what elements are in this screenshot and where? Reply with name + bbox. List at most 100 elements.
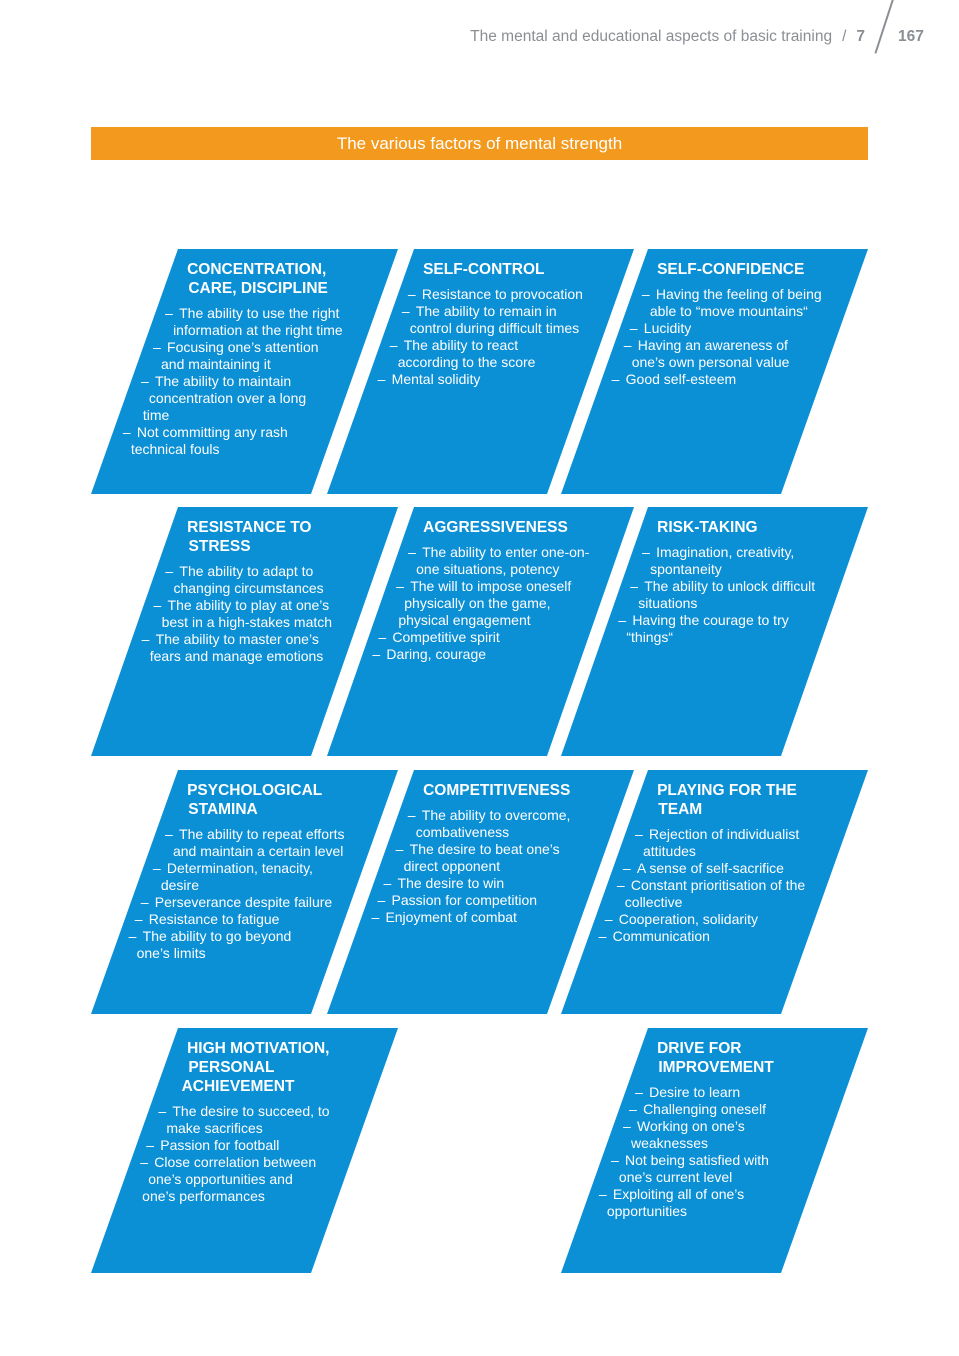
factor-item-text: Exploiting all of one’s opportunities	[606, 1186, 745, 1219]
factor-item-text: Imagination, creativity, spontaneity	[650, 544, 795, 577]
dash-bullet: –	[629, 1101, 637, 1117]
factor-title-text: RESISTANCE TO STRESS	[187, 519, 312, 555]
factor-item-text: Not committing any rash technical fouls	[130, 424, 288, 457]
factor-title: RESISTANCE TO STRESS	[91, 507, 398, 556]
factor-item: –Perseverance despite failure	[91, 894, 398, 911]
factor-title-text: SELF-CONTROL	[423, 261, 545, 278]
factor-title: CONCENTRATION, CARE, DISCIPLINE	[91, 249, 398, 298]
factor-item: –Close correlation between one’s opportu…	[91, 1154, 398, 1205]
factor-item: –The ability to react according to the s…	[327, 337, 634, 371]
factor-item-text: Daring, courage	[386, 646, 487, 662]
factor-item: –The ability to remain in control during…	[327, 303, 634, 337]
factor-item: –Daring, courage	[327, 646, 634, 663]
dash-bullet: –	[128, 928, 137, 944]
dash-bullet: –	[616, 877, 625, 893]
factor-item: – Determination, tenacity, desire	[91, 860, 398, 894]
factor-item: –A sense of self-sacrifice	[561, 860, 868, 877]
factor-item: –Not being satisfied with one’s current …	[561, 1152, 868, 1186]
factor-item-text: Cooperation, solidarity	[618, 911, 759, 927]
factor-item-text: The ability to unlock difficult situatio…	[638, 578, 816, 611]
dash-bullet: –	[165, 305, 173, 321]
factor-item: –Mental solidity	[327, 371, 634, 388]
dash-bullet: –	[383, 875, 392, 891]
factor-item-text: Passion for competition	[391, 892, 538, 908]
dash-bullet: –	[407, 807, 416, 823]
factor-item-text: The ability to repeat efforts and mainta…	[172, 826, 345, 859]
factor-item-text: The ability to play at one’s best in a h…	[161, 597, 333, 630]
dash-bullet: –	[389, 337, 398, 353]
factor-title-text: COMPETITIVENESS	[423, 782, 571, 799]
factor-item-text: Communication	[612, 928, 710, 944]
factor-item-text: The ability to maintain concentration ov…	[142, 373, 307, 423]
factor-item: –The ability to use the right informatio…	[91, 305, 398, 339]
dash-bullet: –	[153, 339, 161, 355]
factor-panel: CONCENTRATION, CARE, DISCIPLINE–The abil…	[91, 249, 398, 494]
factor-item: –Constant prioritisation of the collecti…	[561, 877, 868, 911]
factor-item: –Working on one’s weaknesses	[561, 1118, 868, 1152]
factor-item-text: The desire to win	[397, 875, 505, 891]
page-divider	[874, 0, 895, 54]
factor-item-text: The ability to master one’s fears and ma…	[149, 631, 324, 664]
factor-item-text: The desire to beat one’s direct opponent	[403, 841, 560, 874]
factor-item-text: Desire to learn	[649, 1084, 741, 1100]
factor-item: –The ability to go beyond one’s limits	[91, 928, 398, 962]
dash-bullet: –	[641, 286, 650, 302]
dash-bullet: –	[618, 612, 627, 628]
factor-item-text: Focusing one’s attention and maintaining…	[161, 339, 319, 372]
dash-bullet: –	[598, 1186, 607, 1202]
dash-bullet: –	[122, 424, 131, 440]
factor-title: SELF-CONTROL	[327, 249, 634, 279]
factor-item-text: Challenging oneself	[643, 1101, 767, 1117]
factor-item-text: Having an awareness of one’s own persona…	[631, 337, 790, 370]
factor-item-text: Working on one’s weaknesses	[631, 1118, 745, 1151]
dash-bullet: –	[153, 597, 162, 613]
dash-bullet: –	[408, 544, 416, 560]
factor-item-text: Resistance to provocation	[421, 286, 583, 302]
factor-item: –Passion for competition	[327, 892, 634, 909]
factor-title: PLAYING FOR THE TEAM	[561, 770, 868, 819]
factor-item-text: Having the feeling of being able to “mov…	[649, 286, 822, 319]
factor-item: –Communication	[561, 928, 868, 945]
factor-item-text: Constant prioritisation of the collectiv…	[624, 877, 806, 910]
factor-item-text: Determination, tenacity, desire	[160, 860, 313, 893]
factor-item-text: The will to impose oneself physically on…	[398, 578, 572, 628]
factor-item-text: The ability to overcome, combativeness	[415, 807, 571, 840]
factor-item-text: A sense of self-sacrifice	[636, 860, 784, 876]
spacer	[768, 1028, 868, 1273]
running-header: The mental and educational aspects of ba…	[470, 28, 865, 46]
dash-bullet: –	[598, 928, 607, 944]
factor-item: – The ability to master one’s fears and m…	[91, 631, 398, 665]
factor-item: –Resistance to fatigue	[91, 911, 398, 928]
factor-item-text: Close correlation between one’s opportun…	[142, 1154, 317, 1204]
factor-title-text: AGGRESSIVENESS	[423, 519, 568, 536]
factor-item: –Passion for football	[91, 1137, 398, 1154]
factor-item: –Enjoyment of combat	[327, 909, 634, 926]
factor-item: –The ability to overcome, combativeness	[327, 807, 634, 841]
factor-item: –Exploiting all of one’s opportunities	[561, 1186, 868, 1220]
dash-bullet: –	[140, 894, 149, 910]
factor-item: –Having the feeling of being able to “mo…	[561, 286, 868, 320]
dash-bullet: –	[623, 1118, 631, 1134]
factor-title-text: DRIVE FOR IMPROVEMENT	[657, 1040, 774, 1076]
factor-item-text: The desire to succeed, to make sacrifice…	[166, 1103, 330, 1136]
factor-item: –The desire to beat one’s direct opponen…	[327, 841, 634, 875]
factor-item-text: Mental solidity	[391, 371, 481, 387]
dash-bullet: –	[371, 909, 380, 925]
dash-bullet: –	[629, 320, 638, 336]
dash-bullet: –	[378, 629, 387, 645]
dash-bullet: –	[401, 303, 410, 319]
factor-title: SELF-CONFIDENCE	[561, 249, 868, 279]
factor-item: –The ability to adapt to changing circum…	[91, 563, 398, 597]
dash-bullet: –	[623, 337, 632, 353]
factor-title-text: SELF-CONFIDENCE	[657, 261, 805, 278]
factor-title: HIGH MOTIVATION, PERSONAL ACHIEVEMENT	[91, 1028, 398, 1096]
chapter-number: 7	[856, 28, 865, 45]
dash-bullet: –	[140, 373, 149, 389]
dash-bullet: –	[630, 578, 638, 594]
dash-bullet: –	[372, 646, 381, 662]
dash-bullet: –	[165, 563, 174, 579]
factor-item: –Competitive spirit	[327, 629, 634, 646]
factor-item: –Having the courage to try “things“	[561, 612, 868, 646]
dash-bullet: –	[396, 578, 404, 594]
factor-item-text: Having the courage to try “things“	[626, 612, 789, 645]
